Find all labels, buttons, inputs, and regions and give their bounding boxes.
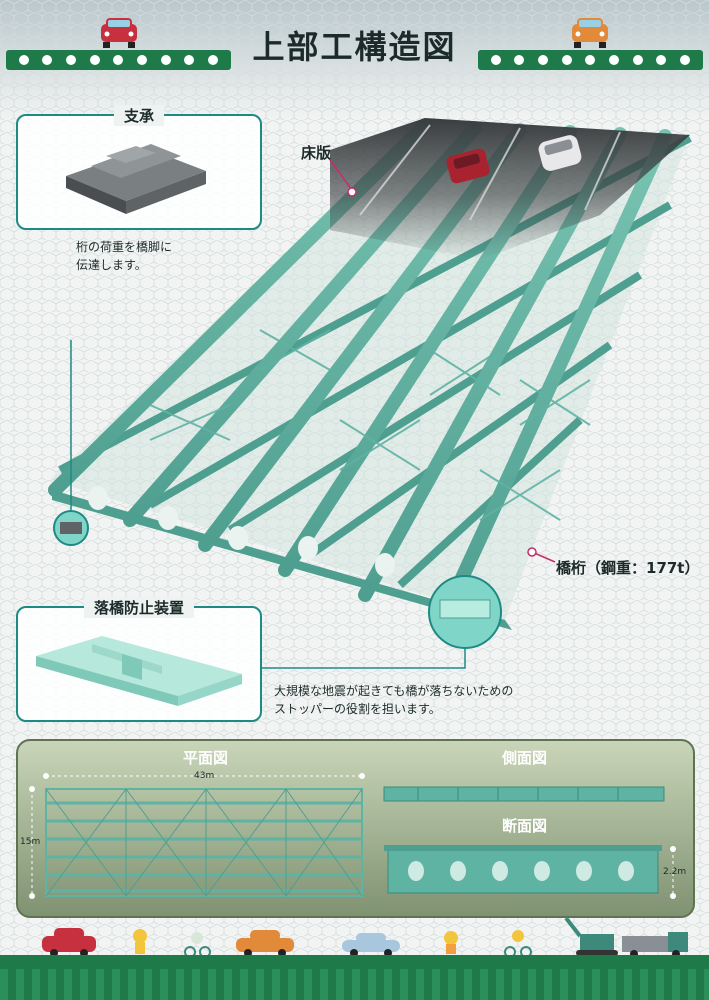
girder-leader-dot	[527, 547, 537, 557]
fall-prevention-label: 落橋防止装置	[83, 597, 195, 618]
deck-label: 床版	[301, 144, 332, 162]
page-title: 上部工構造図	[252, 28, 457, 66]
bridge-illustration	[48, 118, 692, 669]
bottom-orange-car-icon	[236, 930, 294, 957]
side-view-title: 側面図	[502, 749, 548, 767]
deck-car-white	[538, 135, 582, 171]
bearing-label: 支承	[113, 105, 165, 126]
drawings-panel: 平面図 側面図 断面図	[16, 739, 695, 918]
section-view	[384, 845, 676, 899]
deck-slab	[330, 118, 690, 260]
fall-prevention-description-line2: ストッパーの役割を担います。	[274, 702, 441, 716]
plan-view-title: 平面図	[183, 749, 229, 767]
bottom-rail	[0, 955, 709, 969]
bottom-rail-pattern	[0, 969, 709, 1000]
red-car-icon	[101, 18, 137, 48]
plan-length-dimension: 43m	[194, 771, 215, 781]
bottom-silver-car-icon	[342, 933, 400, 957]
bottom-vehicles	[42, 916, 688, 958]
bearing-description-line1: 桁の荷重を橋脚に	[76, 240, 173, 254]
plan-view	[29, 773, 365, 899]
bearing-box: 支承	[16, 105, 262, 230]
bottom-red-car-icon	[42, 928, 96, 957]
girder-label: 橋桁（鋼重：177t）	[556, 559, 700, 577]
plan-width-dimension: 15m	[20, 837, 41, 847]
deck-leader-dot	[347, 187, 357, 197]
side-view	[383, 786, 665, 802]
orange-car-icon	[572, 18, 608, 48]
bottom-child-icon	[444, 931, 458, 954]
lane-lines	[359, 124, 621, 221]
fall-prevention-icon	[36, 636, 242, 706]
bearing-icon	[66, 144, 206, 214]
bearing-description-line2: 伝達します。	[76, 258, 147, 272]
bottom-cyclist-icon	[184, 932, 211, 958]
section-view-title: 断面図	[502, 817, 548, 835]
deck-car-red	[446, 148, 490, 184]
bottom-pedestrian-icon	[133, 929, 147, 954]
fall-prevention-box: 落橋防止装置	[16, 597, 262, 722]
bottom-dump-truck-icon	[622, 932, 688, 958]
bottom-excavator-icon	[564, 916, 618, 956]
header-rail-left	[6, 50, 231, 70]
fall-prevention-description-line1: 大規模な地震が起きても橋が落ちないための	[274, 684, 514, 698]
cross-beams	[58, 134, 692, 588]
truss-bracing	[149, 329, 591, 521]
bottom-bike-rider-icon	[504, 930, 532, 958]
drawings-svg	[29, 773, 676, 899]
frame-shadow	[50, 118, 690, 620]
header-rail-right	[478, 50, 703, 70]
girder-holes	[88, 486, 395, 577]
leader-lines	[70, 340, 466, 669]
section-height-dimension: 2.2m	[663, 867, 687, 877]
